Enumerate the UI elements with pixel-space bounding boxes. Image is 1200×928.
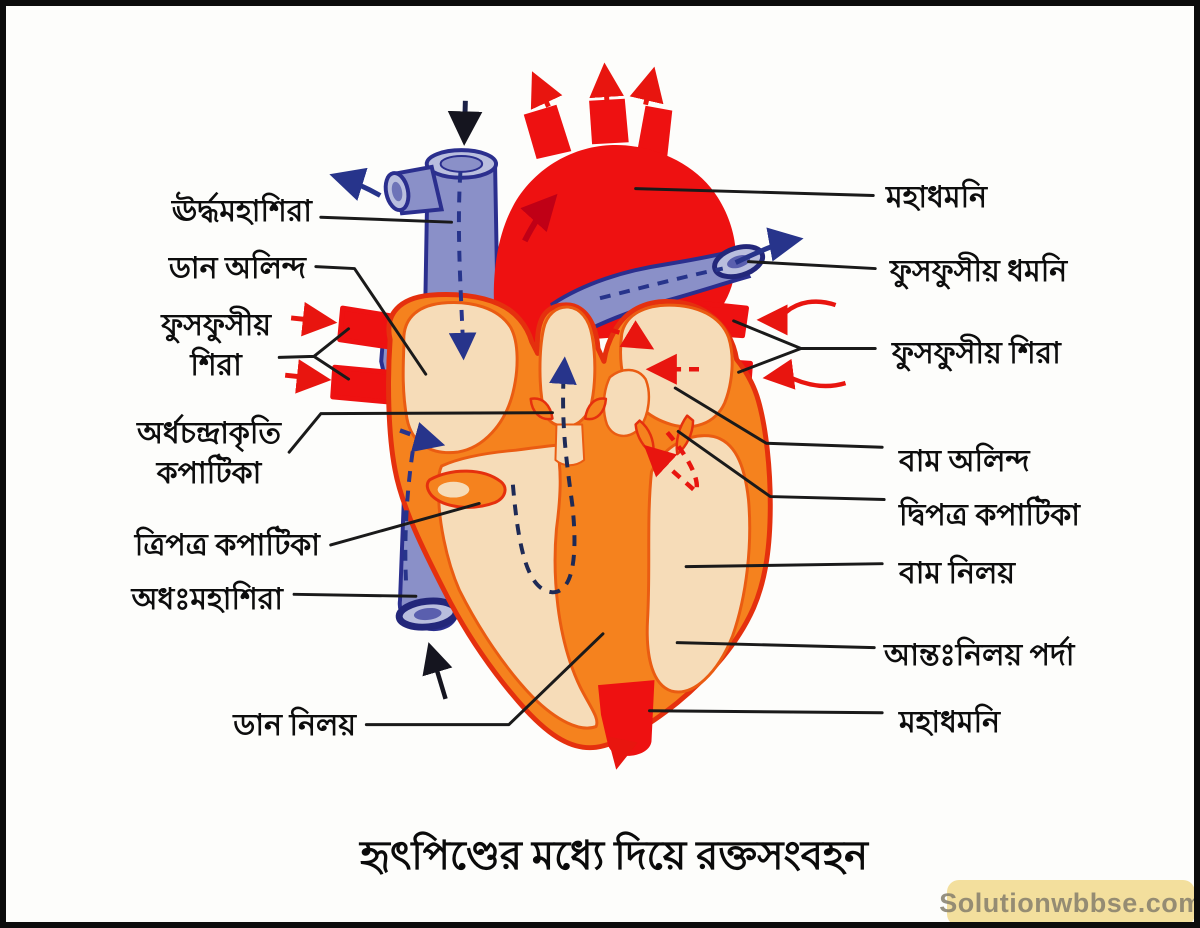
label-right-ventricle: ডান নিলয় [233, 709, 356, 742]
label-pulmonary-veins-left: ফুসফুসীয় শিরা [161, 309, 271, 382]
semilunar-flap-right [583, 397, 608, 421]
leader-bicuspid-valve [676, 429, 886, 502]
label-left-ventricle: বাম নিলয় [899, 557, 1016, 590]
blood-flow-arrow-descending-aorta [607, 736, 638, 770]
descending-aorta-vessel [598, 680, 655, 770]
flow-svc-branch-arrow [329, 167, 382, 201]
leader-superior-vena-cava [319, 215, 453, 224]
flow-ivc-dashed [403, 449, 415, 581]
flow-pulmonary-artery-exit-arrow [734, 227, 804, 265]
tricuspid-pocket [437, 481, 470, 498]
right-ventricle-chamber [436, 443, 599, 730]
flow-right-atrium-arrow [399, 422, 446, 453]
leader-interventricular-septum [675, 641, 876, 650]
label-interventricular-septum: আন্তঃনিলয় পর্দা [884, 639, 1075, 672]
flow-left-atrium-arrow-1 [609, 320, 655, 350]
leader-right-atrium [314, 265, 428, 376]
label-bicuspid-valve: দ্বিপত্র কপাটিকা [899, 499, 1080, 532]
flow-aorta-branch-arrow-3 [629, 66, 664, 106]
label-inferior-vena-cava: অধঃমহাশিরা [131, 583, 283, 616]
flow-vein-right-upper-arrow [756, 299, 837, 336]
right-atrium-chamber [401, 301, 519, 455]
watermark-text: Solutionwbbse.com [939, 887, 1200, 918]
leader-left-ventricle [684, 562, 884, 569]
leader-aorta-descending [648, 709, 884, 715]
flow-vein-right-lower-arrow [762, 358, 847, 390]
flow-svc-down-dashed [448, 171, 477, 361]
flow-pulmonary-artery-dashed [599, 266, 724, 301]
label-left-atrium: বাম অলিন্দ [899, 445, 1030, 478]
flow-aorta-branch-arrow-1 [530, 71, 563, 110]
flow-into-svc-arrow [447, 100, 483, 146]
flow-left-ventricle-loop [643, 430, 700, 496]
flow-aorta-branch-arrow-2 [589, 62, 624, 102]
heart-diagram-canvas [277, 62, 886, 770]
flow-into-ivc-arrow [422, 642, 453, 700]
figure-caption: হৃৎপিণ্ডের মধ্যে দিয়ে রক্তসংবহন [360, 833, 868, 878]
superior-vena-cava-vessel [383, 148, 501, 336]
leader-inferior-vena-cava [292, 592, 418, 598]
leader-tricuspid-valve [329, 502, 481, 547]
heart-valves [425, 397, 695, 509]
leader-left-atrium [673, 386, 884, 449]
leader-lines [277, 187, 886, 727]
label-aorta: মহাধমনি [886, 181, 988, 214]
leader-semilunar-valve [287, 411, 554, 454]
outflow-channel [554, 423, 586, 467]
flow-vein-left-lower-arrow [284, 359, 332, 394]
label-semilunar-valve: অর্ধচন্দ্রাকৃতি কপাটিকা [136, 417, 281, 490]
leader-pulmonary-veins-right [732, 319, 877, 374]
label-aorta-descending: মহাধমনি [899, 706, 1001, 739]
watermark-badge: Solutionwbbse.com [939, 880, 1194, 922]
leader-aorta [634, 187, 875, 197]
label-pulmonary-veins-right: ফুসফুসীয় শিরা [892, 337, 1061, 370]
aorta-internal-flow-arrow [520, 193, 558, 243]
label-right-atrium: ডান অলিন্দ [168, 252, 306, 285]
leader-pulmonary-veins-left [277, 327, 351, 381]
leader-pulmonary-artery [747, 260, 877, 271]
flow-vein-left-upper-arrow [290, 301, 338, 337]
blood-flow-arrows [284, 62, 847, 700]
leader-right-ventricle [364, 632, 605, 727]
label-tricuspid-valve: ত্রিপত্র কপাটিকা [134, 529, 320, 562]
label-superior-vena-cava: ঊর্দ্ধমহাশিরা [171, 195, 312, 228]
label-pulmonary-artery: ফুসফুসীয় ধমনি [890, 255, 1068, 288]
left-ventricle-chamber [645, 434, 752, 694]
